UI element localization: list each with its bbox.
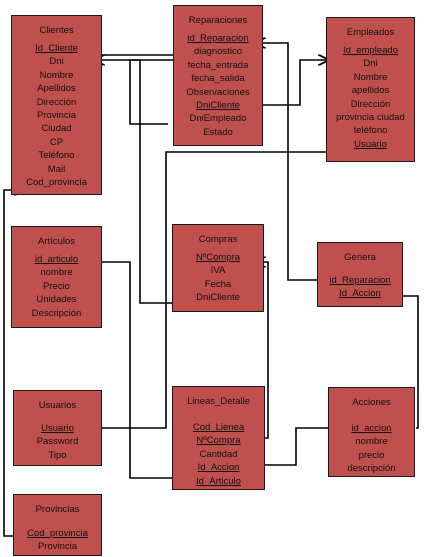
field: Estado: [203, 126, 233, 138]
entity-lineas-detalle: Lineas_Detalle Cod_Lienea NºCompra Canti…: [172, 386, 265, 490]
field: Provincia: [37, 541, 78, 553]
field: Descripción: [31, 307, 82, 319]
entity-title: Empleados: [346, 27, 395, 38]
field: Fecha: [204, 278, 232, 290]
field-primary-key: Cod_provincia: [27, 528, 88, 539]
entity-title: Clientes: [39, 25, 74, 36]
field: Cod_provincia: [26, 176, 87, 188]
field: precio: [358, 449, 385, 461]
field: Password: [36, 436, 79, 448]
field: diagnostico: [193, 46, 243, 58]
field: descripción: [347, 463, 396, 475]
field: Observaciones: [186, 86, 250, 98]
field-primary-key: id_Reparacion: [187, 33, 249, 44]
field: Dirección: [350, 98, 391, 110]
field: Provincia: [36, 109, 77, 121]
field-foreign-key: DniCliente: [196, 99, 240, 111]
field: Apellidos: [37, 83, 76, 95]
field: Precio: [43, 280, 70, 292]
field: Unidades: [36, 294, 77, 306]
field-primary-key: Cod_Lienea: [192, 422, 245, 433]
field-primary-key: NºCompra: [195, 252, 241, 263]
entity-empleados: Empleados Id_empleado Dni Nombre apellid…: [326, 17, 415, 162]
field: Dni: [49, 56, 64, 68]
entity-title: Compras: [198, 234, 238, 245]
field: nombre: [355, 436, 388, 448]
field-primary-key: Id_Accion: [339, 288, 381, 300]
link-empleados-usuarios: [76, 151, 360, 428]
field-primary-key: id_accion: [351, 423, 392, 434]
field: fecha_entrada: [187, 59, 249, 71]
field: nombre: [40, 267, 73, 279]
field: DniEmpleado: [189, 113, 247, 125]
field: CP: [49, 136, 64, 148]
entity-acciones: Acciones id_accion nombre precio descrip…: [328, 387, 415, 477]
field-foreign-key: Id_Articulo: [196, 475, 241, 487]
field: Ciudad: [41, 123, 72, 135]
field: Dirección: [36, 96, 77, 108]
field: Nombre: [353, 71, 388, 83]
field: Mail: [47, 163, 66, 175]
entity-title: Lineas_Detalle: [187, 396, 250, 407]
field: Nombre: [39, 69, 74, 81]
entity-usuarios: Usuarios Usuario Password Tipo: [13, 390, 102, 466]
field: fecha_salida: [191, 73, 245, 85]
entity-title: Genera: [344, 252, 376, 263]
entity-clientes: Clientes Id_Cliente Dni Nombre Apellidos…: [11, 15, 102, 195]
field: Dni: [363, 58, 378, 70]
field-primary-key: id_articulo: [34, 254, 79, 265]
field: provincia ciudad: [336, 111, 405, 123]
entity-compras: Compras NºCompra IVA Fecha DniCliente: [172, 224, 264, 312]
entity-articulos: Artículos id_articulo nombre Precio Unid…: [11, 226, 102, 328]
entity-provincias: Provincias Cod_provincia Provincia: [13, 494, 102, 556]
entity-title: Acciones: [352, 397, 391, 408]
link-genera-reparaciones: [256, 43, 318, 281]
entity-title: Artículos: [38, 236, 75, 247]
field-primary-key: Id_Cliente: [35, 43, 78, 54]
field-foreign-key: NºCompra: [196, 435, 241, 447]
field-foreign-key: Id_Accion: [197, 462, 240, 474]
entity-title: Usuarios: [38, 400, 77, 411]
field: teléfono: [353, 125, 388, 137]
link-compras-clientes: [95, 60, 172, 304]
link-lineas-acciones: [265, 428, 345, 466]
field: DniCliente: [196, 292, 240, 304]
entity-title: Reparaciones: [188, 15, 248, 26]
link-lineas-articulos: [82, 262, 172, 479]
field: apellidos: [351, 85, 390, 97]
field: Teléfono: [38, 150, 75, 162]
field-foreign-key: Usuario: [354, 138, 387, 150]
field-primary-key: id_Reparacion: [329, 275, 391, 286]
entity-reparaciones: Reparaciones id_Reparacion diagnostico f…: [173, 5, 263, 146]
field: Cantidad: [199, 448, 238, 460]
field-primary-key: Id_empleado: [343, 45, 398, 56]
link-acciones-genera: [393, 296, 419, 429]
entity-genera: Genera id_Reparacion Id_Accion: [317, 242, 403, 307]
field: IVA: [210, 265, 226, 277]
field: Tipo: [48, 449, 67, 461]
field-primary-key: Usuario: [41, 423, 74, 434]
entity-title: Provincias: [35, 504, 80, 515]
